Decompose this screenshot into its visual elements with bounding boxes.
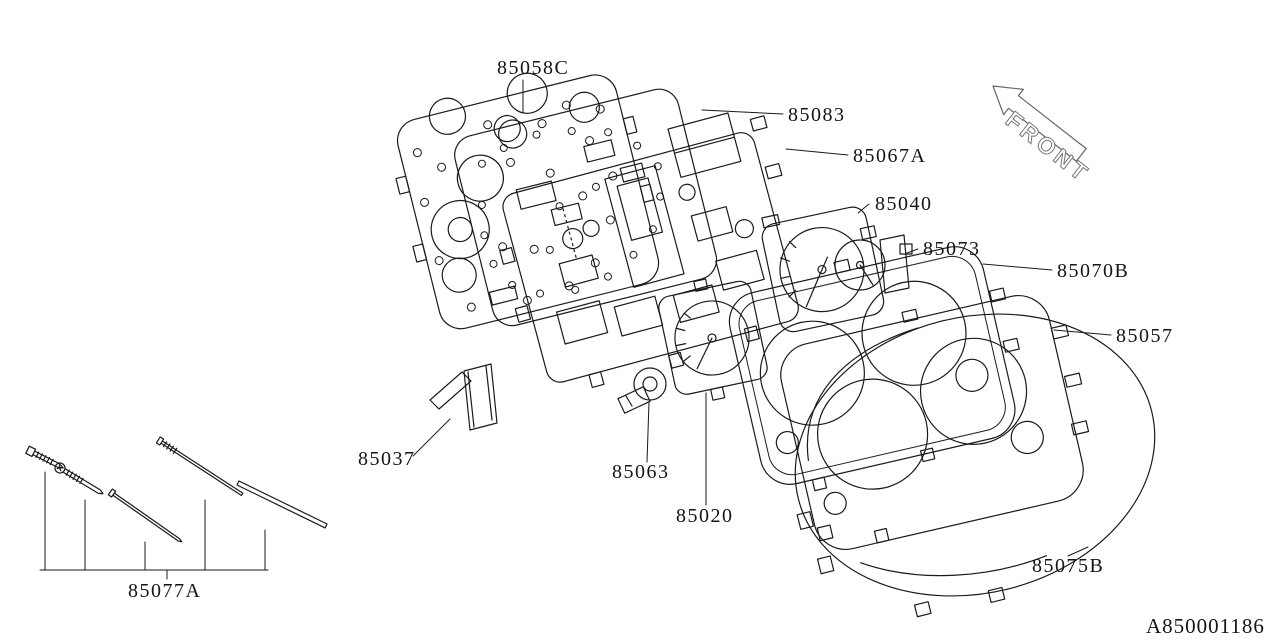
part-label-85040: 85040	[875, 193, 933, 215]
part-label-85083: 85083	[788, 104, 846, 126]
part-drawing-85020	[658, 278, 768, 401]
part-drawing-85040	[761, 206, 885, 333]
part-label-85020: 85020	[676, 505, 734, 527]
diagram-id: A850001186	[1146, 614, 1265, 638]
part-drawing-85057	[780, 295, 1090, 550]
leader-85063	[646, 401, 650, 463]
part-drawing-85058c	[395, 72, 660, 330]
part-label-85057: 85057	[1116, 325, 1174, 347]
leader-85075b	[1067, 546, 1089, 557]
part-drawing-85083	[454, 88, 718, 327]
leader-85073	[906, 248, 919, 254]
leader-lines	[412, 79, 1112, 557]
leader-85040	[857, 203, 870, 214]
board-holes	[477, 127, 665, 298]
line-art	[25, 72, 1156, 618]
part-label-85037: 85037	[358, 448, 416, 470]
screw-2	[54, 462, 104, 495]
part-drawing-85067a	[499, 112, 799, 389]
front-direction-arrow-icon	[992, 85, 1087, 162]
panel-holes	[412, 100, 618, 312]
leader-85037	[412, 418, 451, 457]
part-drawing-85063	[617, 367, 667, 414]
leader-85057	[1053, 329, 1112, 336]
part-label-85077a: 85077A	[128, 580, 201, 602]
part-label-85063: 85063	[612, 461, 670, 483]
pin-1	[107, 488, 183, 543]
pin-2	[155, 436, 244, 497]
part-label-85058c: 85058C	[497, 57, 569, 79]
part-drawing-85073	[834, 234, 913, 294]
leader-85070b	[982, 263, 1053, 271]
bracket-lines	[39, 471, 269, 580]
part-label-85070b: 85070B	[1057, 260, 1129, 282]
part-drawing-85070b	[728, 246, 1020, 492]
rod-1	[236, 480, 328, 529]
part-drawing-85037	[429, 363, 498, 431]
part-drawing-85075b	[794, 313, 1156, 618]
part-label-85073: 85073	[923, 238, 981, 260]
leader-85083	[701, 109, 784, 115]
part-label-85075b: 85075B	[1032, 555, 1104, 577]
part-drawing-85077a	[25, 436, 328, 580]
part-label-85067a: 85067A	[853, 145, 926, 167]
leader-85067a	[785, 148, 849, 156]
